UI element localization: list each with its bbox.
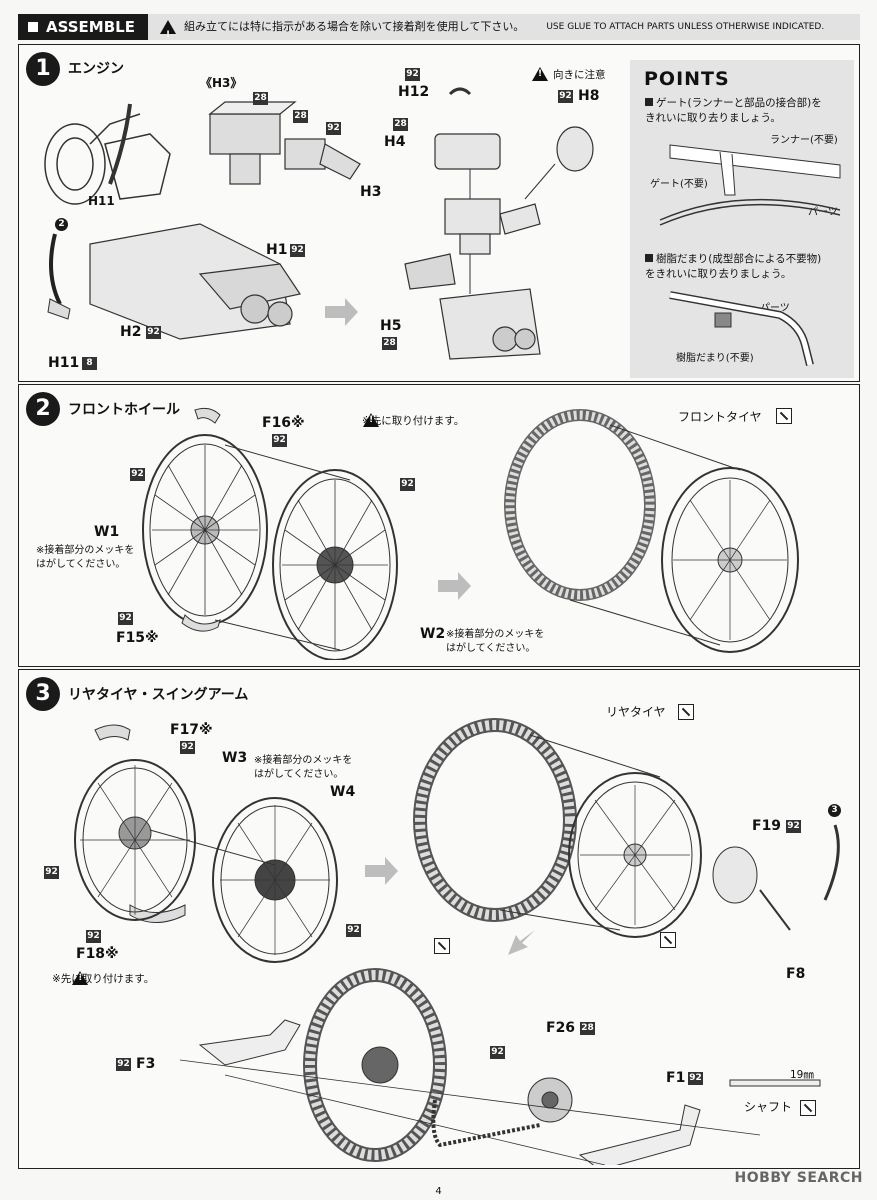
caution-icon: [363, 413, 380, 427]
w2-plating-note: ※接着部分のメッキを はがしてください。: [446, 629, 545, 654]
step1-title: エンジン: [68, 61, 124, 77]
paint-badge-h12: 92: [405, 68, 420, 81]
circle-ref-3: 3: [828, 804, 841, 817]
rear-wheel-swingarm-drawing: [74, 718, 840, 1165]
step3-number: 3: [26, 677, 60, 711]
label-f18: F18※: [76, 946, 119, 962]
shaft-length: 19㎜: [790, 1069, 814, 1081]
paint-badge-f15: 92: [118, 612, 133, 625]
gate-illustration: [659, 144, 841, 226]
step2-number: 2: [26, 392, 60, 426]
gate-instruction: ゲート(ランナーと部品の接合部)を きれいに取り去りましょう。: [645, 97, 822, 124]
caution-icon: [72, 971, 89, 985]
gate-label: ゲート(不要): [650, 179, 708, 190]
no-glue-icon: [660, 932, 676, 948]
step2-title: フロントホイール: [68, 402, 180, 418]
paint-badge-h3g-c: 92: [326, 122, 341, 135]
assemble-heading: ASSEMBLE: [18, 14, 148, 40]
caution-orientation: 向きに注意: [553, 69, 606, 81]
no-glue-icon: [434, 938, 450, 954]
label-f16: F16※: [262, 415, 305, 431]
warning-icon: [160, 20, 176, 48]
paint-badge-h5: 28: [382, 337, 397, 350]
resin-illustration: [669, 291, 814, 366]
label-f15: F15※: [116, 630, 159, 646]
paint-badge-h4: 28: [393, 118, 408, 131]
label-w3: W3: [222, 750, 248, 766]
points-title: POINTS: [644, 68, 730, 90]
paint-badge-w3: 92: [44, 866, 59, 879]
label-h5: H5: [380, 318, 402, 334]
glue-note-jp: 組み立てには特に指示がある場合を除いて接着剤を使用して下さい。: [184, 20, 525, 33]
label-h3: H3: [360, 184, 382, 200]
label-w4: W4: [330, 784, 356, 800]
page-number: 4: [435, 1186, 442, 1197]
resin-instruction: 樹脂だまり(成型部合による不要物) をきれいに取り去りましょう。: [645, 253, 822, 280]
paint-badge-h3g-a: 28: [253, 92, 268, 105]
circle-ref-2: 2: [55, 218, 68, 231]
label-h2: H2: [120, 324, 142, 340]
paint-badge-f19: 92: [786, 820, 801, 833]
label-w2: W2: [420, 626, 446, 642]
paint-badge-chain: 92: [490, 1046, 505, 1059]
no-glue-icon: [800, 1100, 816, 1116]
label-h11-bottom: H11: [48, 355, 80, 371]
label-f26: F26: [546, 1020, 576, 1036]
label-h12: H12: [398, 84, 430, 100]
step1-number: 1: [26, 52, 60, 86]
paint-badge-w2: 92: [400, 478, 415, 491]
label-f19: F19: [752, 818, 782, 834]
paint-badge-f18: 92: [86, 930, 101, 943]
paint-badge-w4: 92: [346, 924, 361, 937]
label-rear-tire: リヤタイヤ: [606, 705, 666, 719]
label-f17: F17※: [170, 722, 213, 738]
paint-badge-f17: 92: [180, 741, 195, 754]
paint-badge-w1: 92: [130, 468, 145, 481]
label-h3-group: 《H3》: [200, 76, 243, 90]
parts-label-1: パーツ: [808, 207, 838, 218]
label-front-tire: フロントタイヤ: [678, 410, 762, 424]
label-h8: H8: [578, 88, 600, 104]
runner-label: ランナー(不要): [770, 135, 838, 146]
label-h4: H4: [384, 134, 406, 150]
resin-label: 樹脂だまり(不要): [676, 353, 754, 364]
label-shaft: シャフト: [744, 1100, 793, 1114]
label-w1: W1: [94, 524, 120, 540]
parts-label-2: パーツ: [760, 303, 790, 314]
label-f8: F8: [786, 966, 806, 982]
engine-assembly-drawing: [44, 87, 594, 360]
step3-caution: ※先に取り付けます。: [52, 973, 155, 985]
label-f3: F3: [136, 1056, 156, 1072]
caution-icon: [532, 67, 548, 81]
paint-badge-h1: 92: [290, 244, 305, 257]
glue-instruction-bar: 組み立てには特に指示がある場合を除いて接着剤を使用して下さい。 USE GLUE…: [148, 14, 860, 48]
w1-plating-note: ※接着部分のメッキを はがしてください。: [36, 545, 135, 570]
w3-plating-note: ※接着部分のメッキを はがしてください。: [254, 755, 353, 780]
paint-badge-f26: 28: [580, 1022, 595, 1035]
glue-note-en: USE GLUE TO ATTACH PARTS UNLESS OTHERWIS…: [546, 22, 825, 32]
no-glue-icon: [678, 704, 694, 720]
points-panel: POINTS: [630, 60, 854, 378]
front-wheel-drawing: [142, 407, 799, 660]
label-h1: H1: [266, 242, 288, 258]
paint-badge-f1: 92: [688, 1072, 703, 1085]
step3-title: リヤタイヤ・スイングアーム: [68, 687, 249, 703]
paint-badge-h11: 8: [82, 357, 97, 370]
paint-badge-f16: 92: [272, 434, 287, 447]
step2-caution: ※先に取り付けます。: [362, 415, 465, 427]
paint-badge-h2: 92: [146, 326, 161, 339]
hobby-search-watermark: HOBBY SEARCH: [734, 1170, 863, 1186]
label-h11-top: H11: [88, 194, 115, 208]
no-glue-icon: [776, 408, 792, 424]
step2-front-wheel-section: [18, 384, 860, 667]
paint-badge-f3: 92: [116, 1058, 131, 1071]
label-f1: F1: [666, 1070, 686, 1086]
paint-badge-h3g-b: 28: [293, 110, 308, 123]
paint-badge-h8: 92: [558, 90, 573, 103]
